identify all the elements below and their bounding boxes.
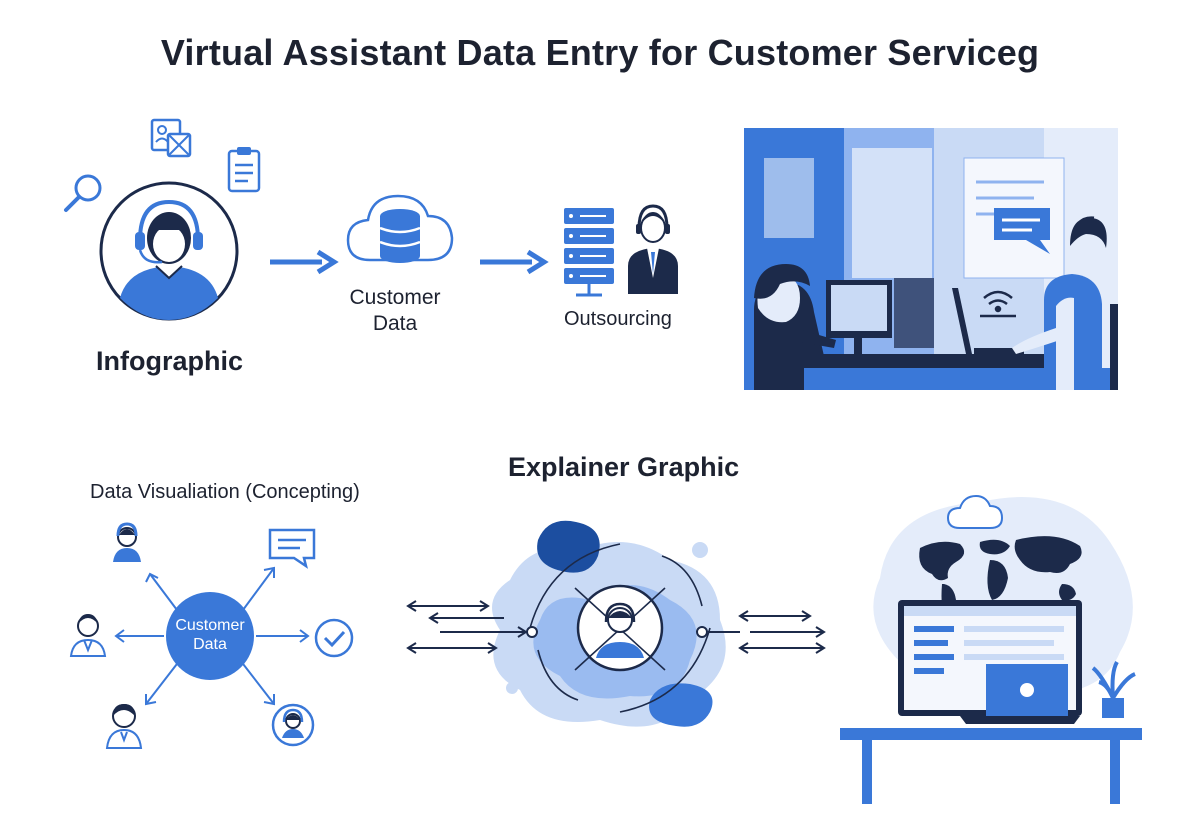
remote-desk-scene (840, 494, 1142, 804)
hub-customer-data-label: Customer Data (175, 617, 245, 653)
explainer-blob-graphic (406, 520, 826, 727)
explainer-graphic-label: Explainer Graphic (508, 452, 740, 482)
office-illustration (744, 128, 1118, 390)
clipboard-icon (227, 147, 261, 193)
data-viz-hub-diagram (114, 566, 310, 706)
plant-icon (1091, 660, 1136, 718)
page-title: Virtual Assistant Data Entry for Custome… (160, 32, 1040, 73)
id-card-icon (150, 118, 192, 158)
business-agent-icon (628, 204, 678, 294)
checkmark-icon (314, 618, 354, 658)
search-icon (64, 174, 102, 212)
outsourcing-label: Outsourcing (564, 308, 672, 330)
flow-arrow-1 (270, 249, 339, 275)
data-visualization-label: Data Visualiation (Concepting) (90, 481, 360, 503)
user-profile-icon-2 (105, 704, 143, 749)
headset-agent-icon (99, 181, 239, 321)
customer-data-label: Customer Data (349, 286, 441, 335)
cloud-database-icon (346, 194, 454, 263)
flow-arrow-2 (480, 249, 549, 275)
chat-bubble-icon (268, 528, 316, 569)
support-agent-icon (271, 703, 315, 747)
infographic-label: Infographic (96, 346, 243, 376)
user-profile-icon (69, 614, 107, 657)
server-rack-icon (564, 208, 614, 297)
headset-person-icon (113, 522, 141, 562)
world-map-icon (919, 536, 1082, 620)
